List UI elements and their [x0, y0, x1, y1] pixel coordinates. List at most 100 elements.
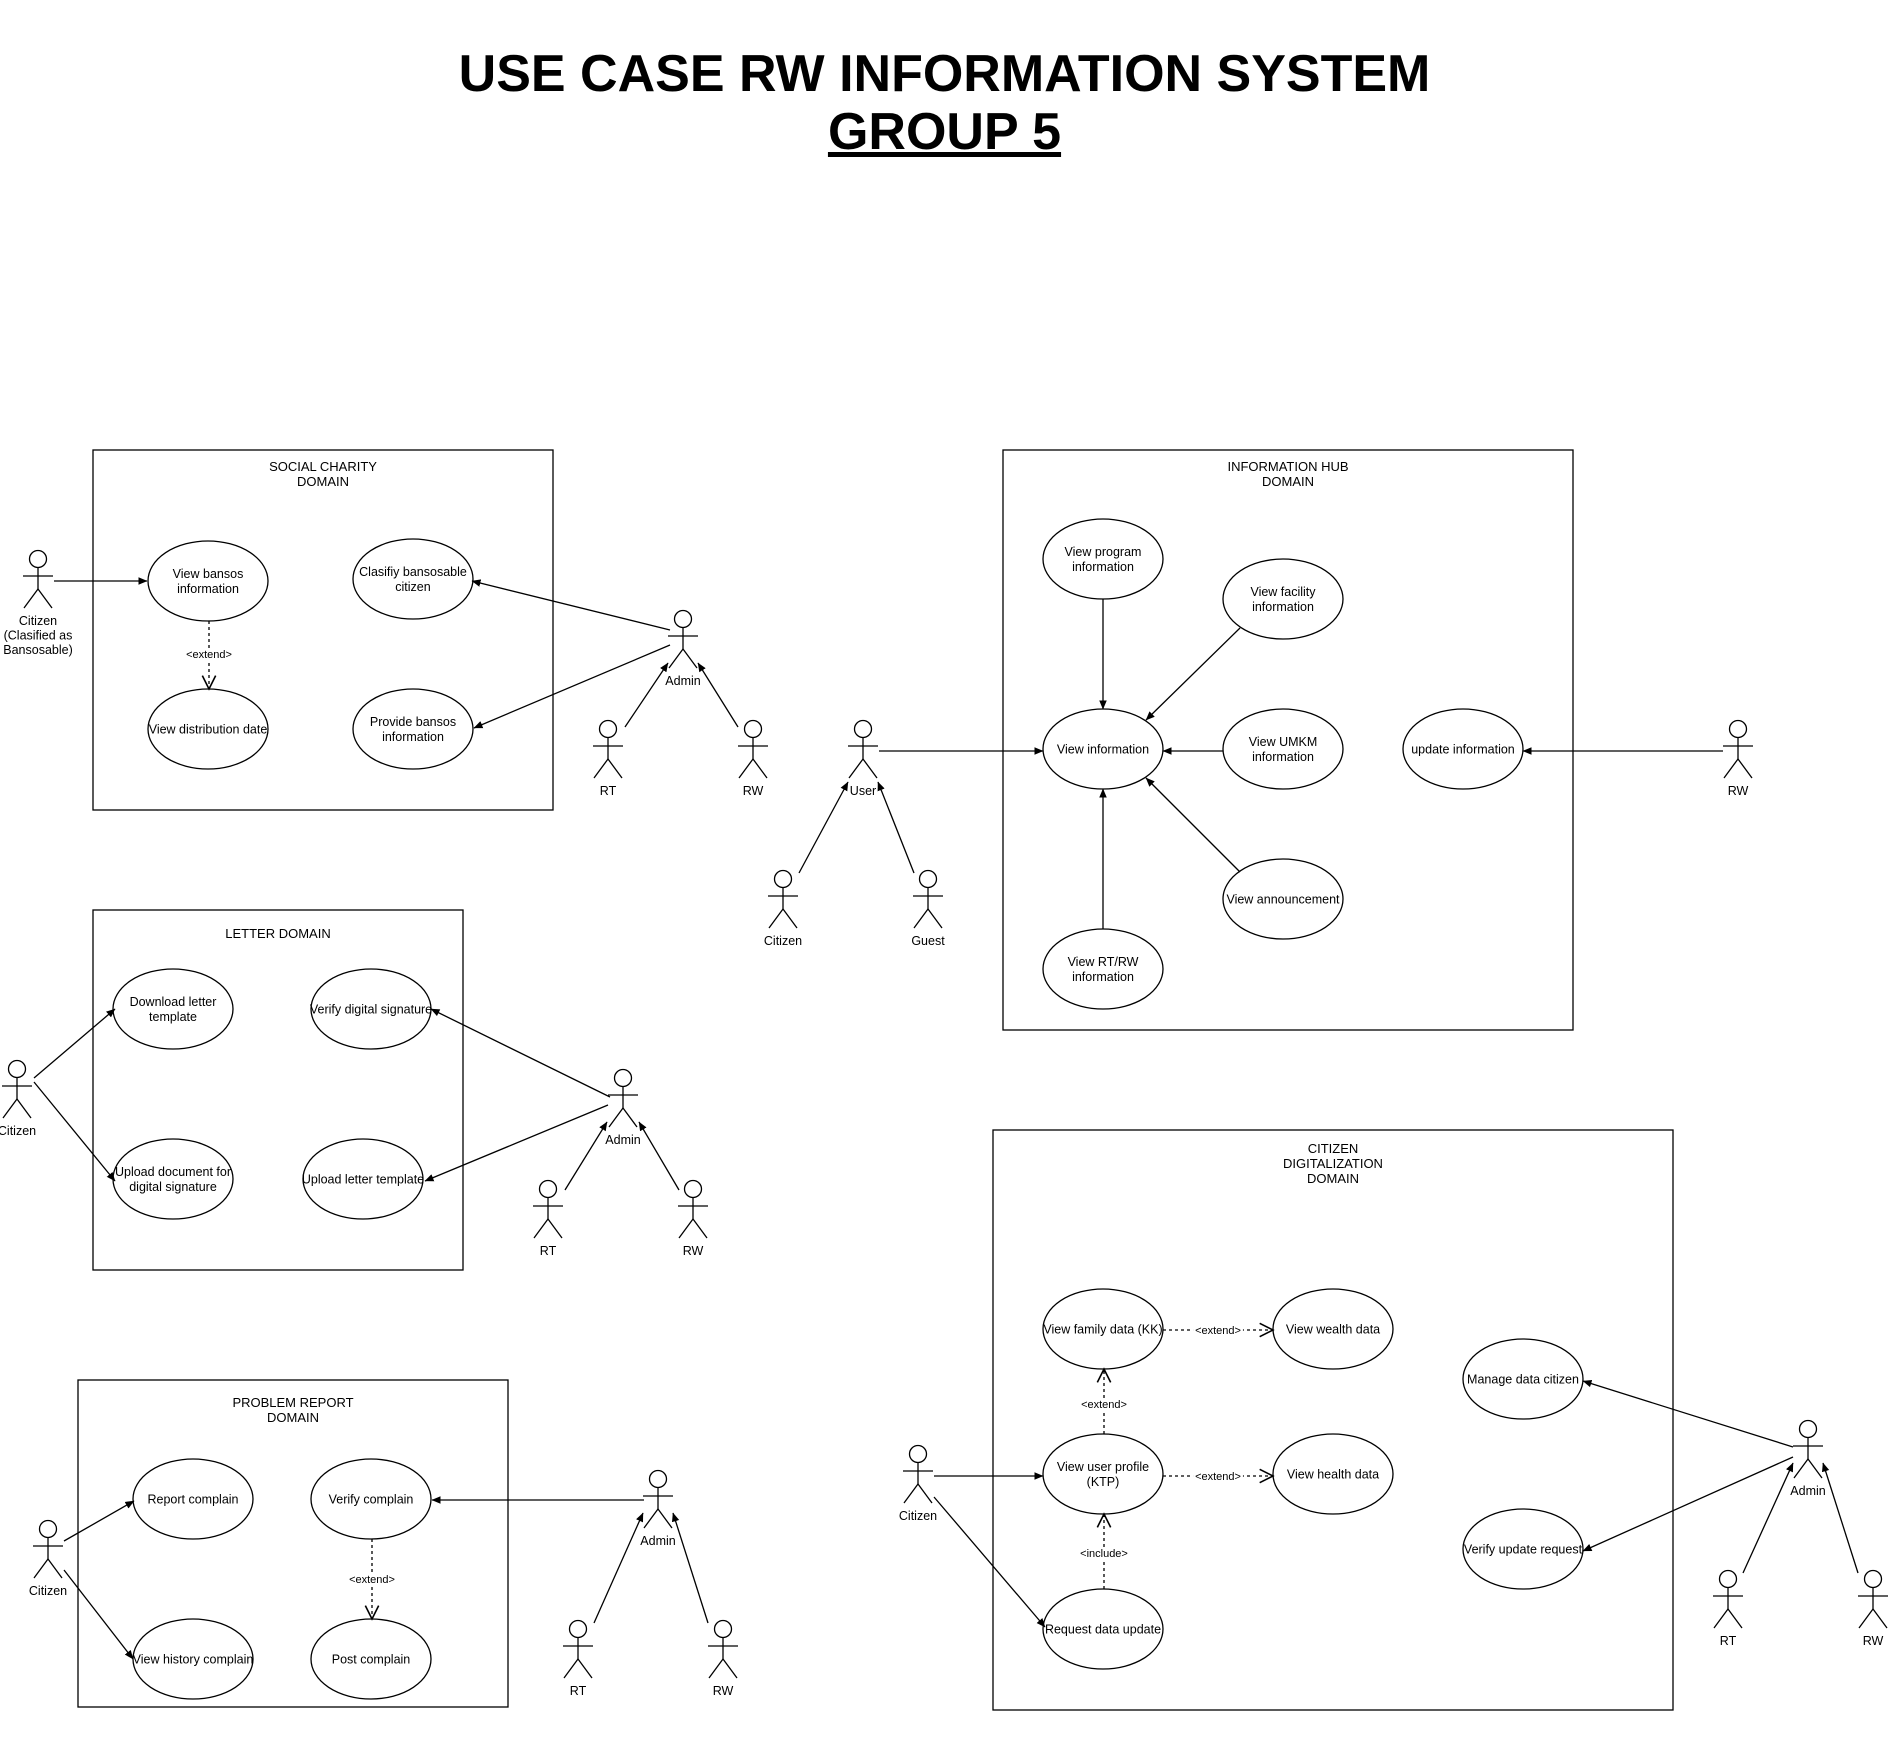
information-hub-domain-boundary [1002, 449, 1574, 1031]
extend-label-family: <extend> [1081, 1399, 1127, 1411]
uc-verify-complain[interactable]: Verify complain [310, 1458, 432, 1540]
actor-rt-social[interactable]: RT [593, 719, 623, 799]
actor-user-hub[interactable]: User [848, 719, 878, 799]
uc-view-family-data[interactable]: View family data (KK) [1042, 1288, 1164, 1370]
letter-domain-boundary [92, 909, 464, 1271]
uc-update-information-label: update information [1411, 743, 1515, 757]
extend-label-social-bg [184, 649, 234, 661]
uc-view-wealth-data-label: View wealth data [1286, 1323, 1380, 1337]
include-label-profile-bg [1078, 1548, 1130, 1560]
assoc-admin-verify-sig [430, 1008, 611, 1098]
social-charity-domain-boundary [92, 449, 554, 811]
actor-admin-social-label: Admin [665, 674, 700, 688]
actor-admin-social[interactable]: Admin [665, 609, 701, 689]
uc-request-data-update[interactable]: Request data update [1042, 1588, 1164, 1670]
uc-post-complain[interactable]: Post complain [310, 1618, 432, 1700]
actor-user-hub-label: User [850, 784, 876, 798]
assoc-rt-admin-social [624, 662, 669, 728]
diagram-subtitle: GROUP 5 [827, 103, 1062, 161]
assoc-rw-admin-letter [638, 1121, 680, 1191]
actor-rw-digital[interactable]: RW [1858, 1569, 1888, 1649]
actor-rw-letter[interactable]: RW [678, 1179, 708, 1259]
diagram-title: USE CASE RW INFORMATION SYSTEM [458, 45, 1431, 103]
uc-view-wealth-data[interactable]: View wealth data [1272, 1288, 1394, 1370]
uc-verify-update-request-label: Verify update request [1464, 1543, 1583, 1557]
actor-rt-letter[interactable]: RT [533, 1179, 563, 1259]
actor-rw-hub-label: RW [1728, 784, 1749, 798]
uc-view-history-complain[interactable]: View history complain [132, 1618, 254, 1700]
actor-citizen-problem-label: Citizen [29, 1584, 67, 1598]
actor-admin-digital-label: Admin [1790, 1484, 1825, 1498]
uc-report-complain[interactable]: Report complain [132, 1458, 254, 1540]
uc-view-announcement[interactable]: View announcement [1222, 858, 1344, 940]
actor-citizen-letter[interactable]: Citizen [0, 1059, 36, 1139]
uc-view-user-profile-label: View user profile(KTP) [1057, 1460, 1149, 1489]
assoc-rt-admin-letter [564, 1121, 608, 1191]
uc-verify-update-request[interactable]: Verify update request [1462, 1508, 1584, 1590]
actor-citizen-hub[interactable]: Citizen [764, 869, 802, 949]
assoc-rw-admin-digital [1821, 1462, 1859, 1574]
actor-admin-letter[interactable]: Admin [605, 1068, 641, 1148]
actor-rw-hub[interactable]: RW [1723, 719, 1753, 799]
assoc-admin-manage [1582, 1379, 1794, 1448]
uc-view-information-label: View information [1057, 743, 1149, 757]
actor-rw-social-label: RW [743, 784, 764, 798]
extend-label-health-bg [1193, 1471, 1243, 1483]
actor-rw-social[interactable]: RW [738, 719, 768, 799]
actor-rw-problem[interactable]: RW [708, 1619, 738, 1699]
assoc-rw-admin-social [697, 662, 739, 728]
actor-admin-digital[interactable]: Admin [1790, 1419, 1826, 1499]
extend-label-problem-bg [347, 1574, 397, 1586]
uc-view-health-data[interactable]: View health data [1272, 1433, 1394, 1515]
assoc-announcement-information [1145, 777, 1241, 873]
uc-view-distribution-date[interactable]: View distribution date [147, 688, 269, 770]
uc-upload-letter-template-label: Upload letter template [302, 1173, 424, 1187]
uc-update-information[interactable]: update information [1402, 708, 1524, 790]
extend-label-social: <extend> [186, 649, 232, 661]
uc-view-information[interactable]: View information [1042, 708, 1164, 790]
uc-view-health-data-label: View health data [1287, 1468, 1379, 1482]
actor-rt-problem-label: RT [570, 1684, 587, 1698]
extend-label-wealth-bg [1193, 1325, 1243, 1337]
actor-citizen-digital[interactable]: Citizen [899, 1444, 937, 1524]
actor-citizen-problem[interactable]: Citizen [29, 1519, 67, 1599]
uc-upload-letter-template[interactable]: Upload letter template [302, 1138, 424, 1220]
uc-verify-digital-signature[interactable]: Verify digital signature [310, 968, 432, 1050]
actor-admin-problem-label: Admin [640, 1534, 675, 1548]
uc-manage-data-citizen[interactable]: Manage data citizen [1462, 1338, 1584, 1420]
assoc-citizen-user [798, 781, 849, 874]
assoc-rt-admin-problem [593, 1512, 644, 1624]
actor-admin-problem[interactable]: Admin [640, 1469, 676, 1549]
actor-rt-problem[interactable]: RT [563, 1619, 593, 1699]
actor-guest-hub[interactable]: Guest [911, 869, 945, 949]
letter-domain-title: LETTER DOMAIN [225, 926, 330, 941]
actor-rt-social-label: RT [600, 784, 617, 798]
uc-view-user-profile[interactable]: View user profile(KTP) [1042, 1433, 1164, 1515]
assoc-rw-admin-problem [671, 1512, 709, 1624]
uc-view-family-data-label: View family data (KK) [1043, 1323, 1162, 1337]
actor-admin-letter-label: Admin [605, 1133, 640, 1147]
assoc-citizen-request [933, 1496, 1046, 1628]
actor-citizen-letter-label: Citizen [0, 1124, 36, 1138]
assoc-citizen-history [63, 1569, 134, 1660]
assoc-guest-user [877, 781, 915, 874]
actor-rt-digital[interactable]: RT [1713, 1569, 1743, 1649]
